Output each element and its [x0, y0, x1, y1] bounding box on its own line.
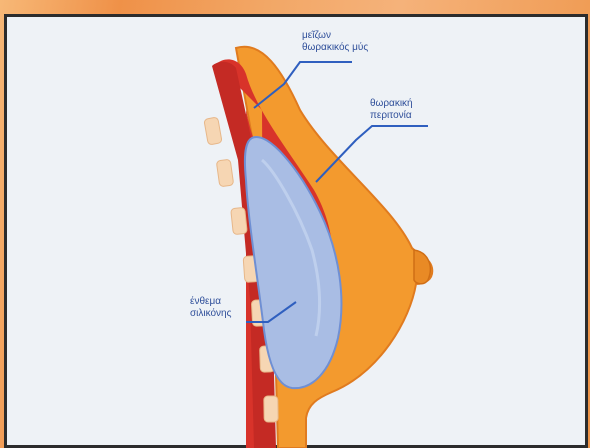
- label-pectoral-fascia: θωρακική περιτονία: [370, 98, 413, 122]
- label-pectoral-fascia-line1: θωρακική: [370, 98, 413, 110]
- label-silicone-implant-line2: σιλικόνης: [190, 308, 231, 320]
- label-pectoral-fascia-line2: περιτονία: [370, 110, 413, 122]
- nipple: [414, 250, 430, 284]
- label-pectoral-muscle-line1: μεῖζων: [302, 30, 368, 42]
- label-pectoral-muscle: μεῖζων θωρακικός μύς: [302, 30, 368, 54]
- label-silicone-implant-line1: ένθεμα: [190, 296, 231, 308]
- label-silicone-implant: ένθεμα σιλικόνης: [190, 296, 231, 320]
- label-pectoral-muscle-line2: θωρακικός μύς: [302, 42, 368, 54]
